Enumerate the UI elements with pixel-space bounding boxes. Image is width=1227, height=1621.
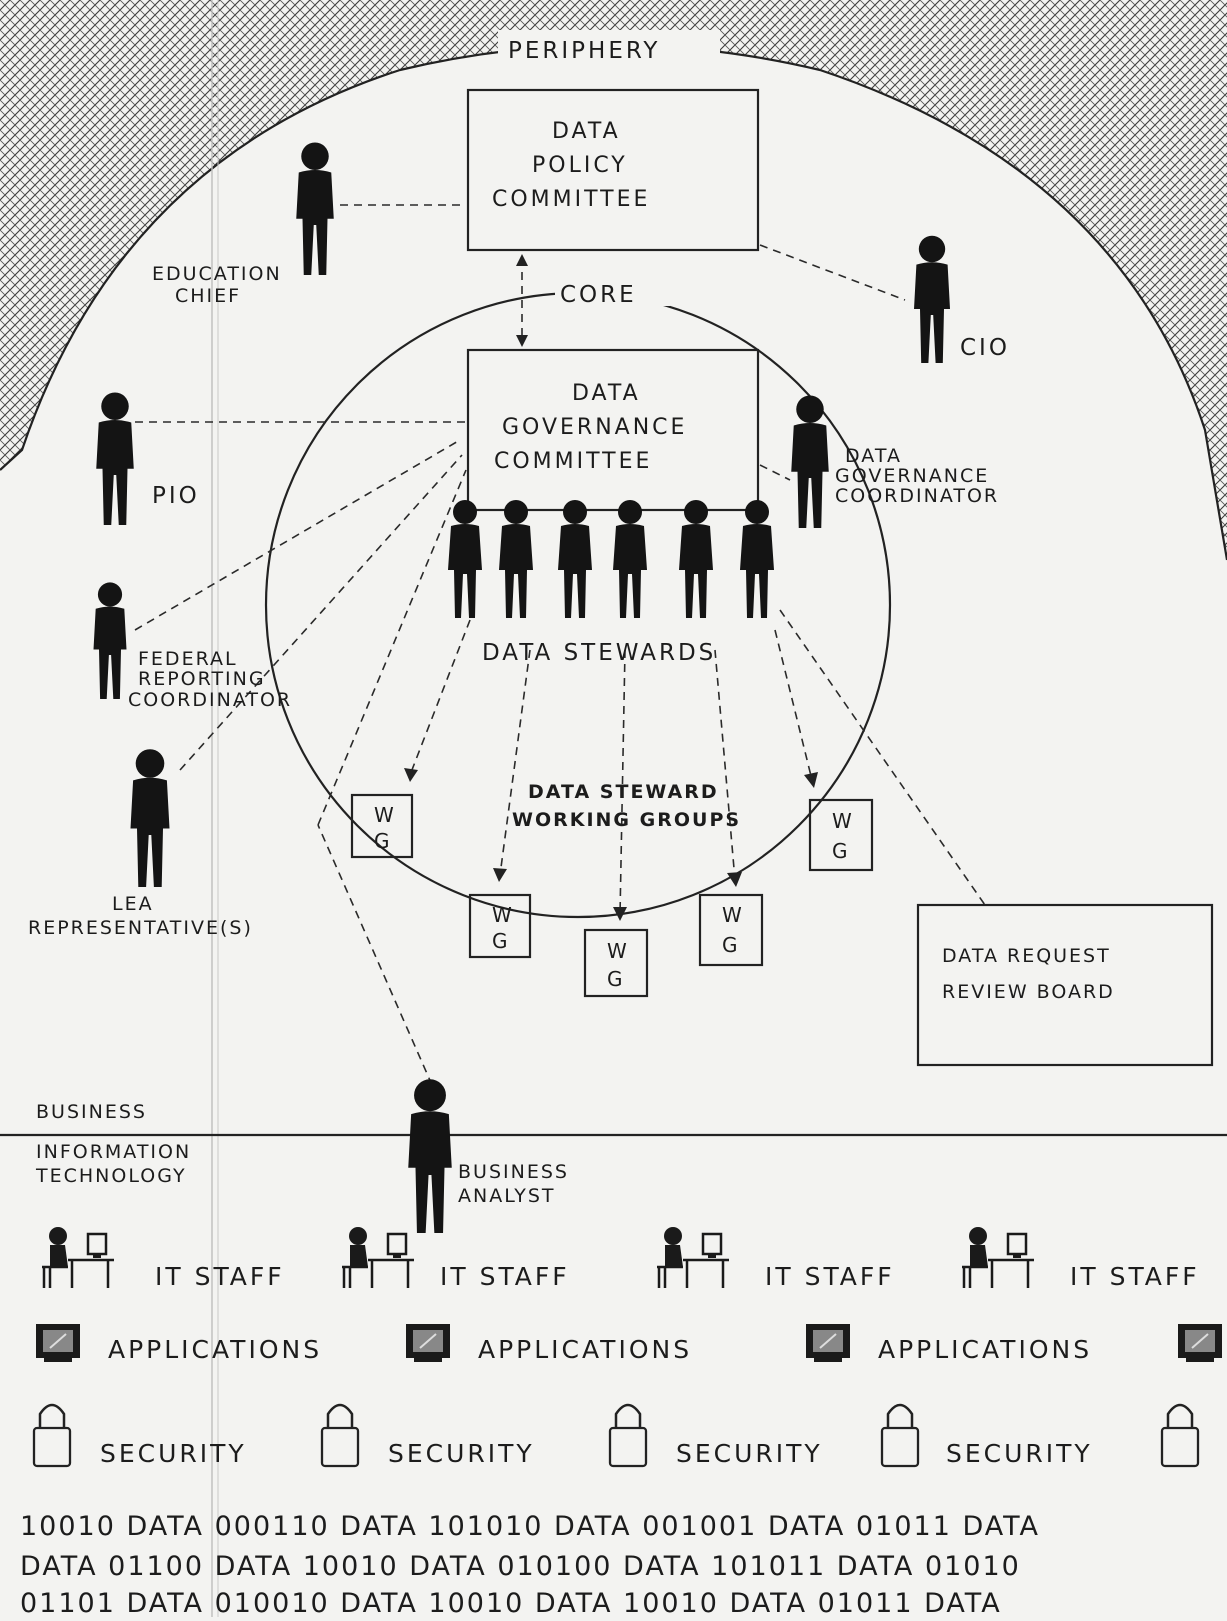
security-label-2: SECURITY: [388, 1439, 535, 1468]
periphery-label: PERIPHERY: [508, 38, 660, 64]
core-label: CORE: [560, 282, 637, 308]
drrb-line-2: REVIEW BOARD: [942, 981, 1115, 1003]
dgc-line-1: DATA: [572, 381, 641, 406]
business-analyst-figure: [408, 1079, 452, 1233]
data-line-1: 10010 DATA 000110 DATA 101010 DATA 00100…: [20, 1511, 1040, 1542]
link-lea: [179, 454, 463, 771]
it-staff-label-3: IT STAFF: [765, 1262, 895, 1291]
wg-box-1: W G: [350, 793, 414, 859]
data-stewards-group: [448, 500, 774, 618]
it-staff-label-1: IT STAFF: [155, 1262, 285, 1291]
svg-text:W: W: [722, 903, 744, 927]
it-label-2: TECHNOLOGY: [35, 1165, 187, 1187]
it-staff-row: IT STAFF IT STAFF IT STAFF IT STAFF: [40, 1225, 1200, 1291]
business-analyst-label-1: BUSINESS: [458, 1161, 569, 1183]
federal-label-1: FEDERAL: [138, 648, 238, 670]
dg-coordinator-figure: [791, 395, 829, 528]
data-governance-committee-box: [466, 348, 760, 512]
dpc-line-2: POLICY: [532, 153, 628, 178]
periphery-hatch: [0, 0, 1227, 560]
business-analyst-label-2: ANALYST: [458, 1185, 556, 1207]
federal-reporting-figure: [93, 582, 127, 699]
it-label-1: INFORMATION: [36, 1141, 191, 1163]
dg-coordinator-label-3: COORDINATOR: [835, 485, 999, 507]
education-chief-label-2: CHIEF: [175, 285, 241, 307]
link-federal-reporting: [134, 439, 461, 631]
link-cio: [759, 244, 906, 301]
data-stewards-label: DATA STEWARDS: [482, 640, 716, 666]
education-chief-figure: [296, 142, 334, 275]
data-line-2: DATA 01100 DATA 10010 DATA 010100 DATA 1…: [20, 1551, 1021, 1582]
working-groups-label-1: DATA STEWARD: [528, 781, 719, 803]
svg-text:W: W: [832, 809, 854, 833]
svg-text:G: G: [492, 929, 510, 953]
data-policy-committee-box: [466, 88, 760, 252]
svg-text:W: W: [492, 903, 514, 927]
wg-box-4: W G: [698, 893, 764, 967]
dpc-line-1: DATA: [552, 119, 621, 144]
wg-box-2: W G: [468, 893, 532, 959]
applications-label-3: APPLICATIONS: [878, 1335, 1092, 1364]
security-label-4: SECURITY: [946, 1439, 1093, 1468]
applications-row: APPLICATIONS APPLICATIONS APPLICATIONS: [35, 1323, 1223, 1364]
lea-figure: [130, 749, 170, 887]
svg-text:W: W: [374, 803, 396, 827]
svg-text:G: G: [607, 967, 625, 991]
business-label: BUSINESS: [36, 1101, 147, 1123]
steward-arrows: [404, 609, 986, 921]
pio-figure: [96, 392, 134, 525]
dg-coordinator-label-2: GOVERNANCE: [835, 465, 989, 487]
federal-label-2: REPORTING: [138, 668, 266, 690]
security-label-1: SECURITY: [100, 1439, 247, 1468]
data-request-review-board-box: [916, 903, 1214, 1067]
federal-label-3: COORDINATOR: [128, 689, 292, 711]
education-chief-label-1: EDUCATION: [152, 263, 282, 285]
it-staff-label-2: IT STAFF: [440, 1262, 570, 1291]
svg-text:G: G: [374, 829, 392, 853]
link-business-analyst-2: [317, 469, 467, 826]
svg-text:G: G: [722, 933, 740, 957]
data-line-3: 01101 DATA 010010 DATA 10010 DATA 10010 …: [20, 1588, 1002, 1617]
security-row: SECURITY SECURITY SECURITY SECURITY: [32, 1403, 1200, 1468]
wg-box-5: W G: [808, 798, 874, 872]
it-staff-label-4: IT STAFF: [1070, 1262, 1200, 1291]
link-business-analyst: [317, 824, 433, 1086]
applications-label-1: APPLICATIONS: [108, 1335, 322, 1364]
lea-label-1: LEA: [112, 893, 154, 915]
svg-text:W: W: [607, 939, 629, 963]
dgc-line-3: COMMITTEE: [494, 449, 652, 474]
pio-label: PIO: [152, 483, 200, 509]
wg-box-3: W G: [583, 928, 649, 998]
dg-coordinator-label-1: DATA: [845, 445, 902, 467]
cio-figure: [914, 235, 950, 363]
dpc-line-3: COMMITTEE: [492, 187, 650, 212]
link-dg-coordinator: [759, 464, 791, 481]
cio-label: CIO: [960, 335, 1010, 361]
svg-text:G: G: [832, 839, 850, 863]
applications-label-2: APPLICATIONS: [478, 1335, 692, 1364]
dgc-line-2: GOVERNANCE: [502, 415, 687, 440]
drrb-line-1: DATA REQUEST: [942, 945, 1111, 967]
lea-label-2: REPRESENTATIVE(S): [28, 917, 253, 939]
working-groups-label-2: WORKING GROUPS: [512, 809, 741, 831]
security-label-3: SECURITY: [676, 1439, 823, 1468]
